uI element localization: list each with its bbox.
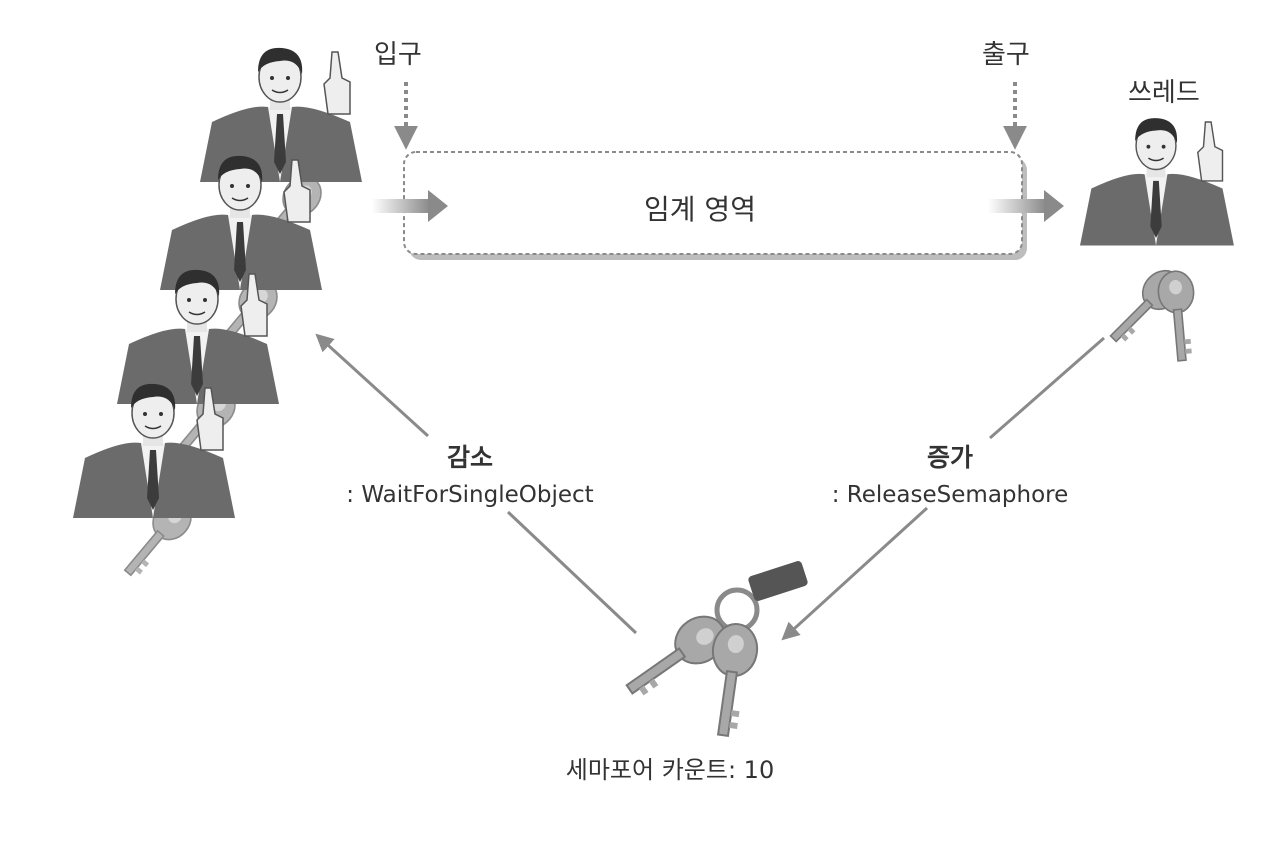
leave-critical-arrow: [988, 190, 1064, 222]
entry-label: 입구: [374, 40, 422, 70]
enter-critical-arrow: [372, 190, 448, 222]
increment-function: : ReleaseSemaphore: [831, 482, 1069, 508]
waiting-thread-icon: [116, 269, 280, 405]
decrement-arrow: [506, 510, 638, 635]
thread-label: 쓰레드: [1128, 78, 1200, 108]
critical-section-label: 임계 영역: [644, 193, 756, 226]
semaphore-keys-icon: [615, 561, 808, 740]
increment-name: 증가: [926, 443, 973, 472]
thread-person-icon: [1079, 117, 1235, 247]
decrement-operation: 감소 : WaitForSingleObject: [320, 438, 620, 508]
increment-arrow-head: [781, 506, 929, 641]
thread-key-icon: [1100, 262, 1201, 363]
increment-arrow: [989, 336, 1105, 440]
semaphore-count-label: 세마포어 카운트: 10: [565, 756, 775, 784]
decrement-function: : WaitForSingleObject: [346, 482, 594, 508]
decrement-arrow-head: [315, 333, 430, 438]
decrement-name: 감소: [446, 443, 493, 472]
waiting-thread-icon: [72, 383, 236, 519]
increment-operation: 증가 : ReleaseSemaphore: [800, 438, 1100, 508]
waiting-thread-queue: [72, 47, 363, 585]
exit-label: 출구: [982, 40, 1030, 70]
running-thread: [1079, 117, 1235, 363]
waiting-thread-icon: [159, 155, 323, 291]
